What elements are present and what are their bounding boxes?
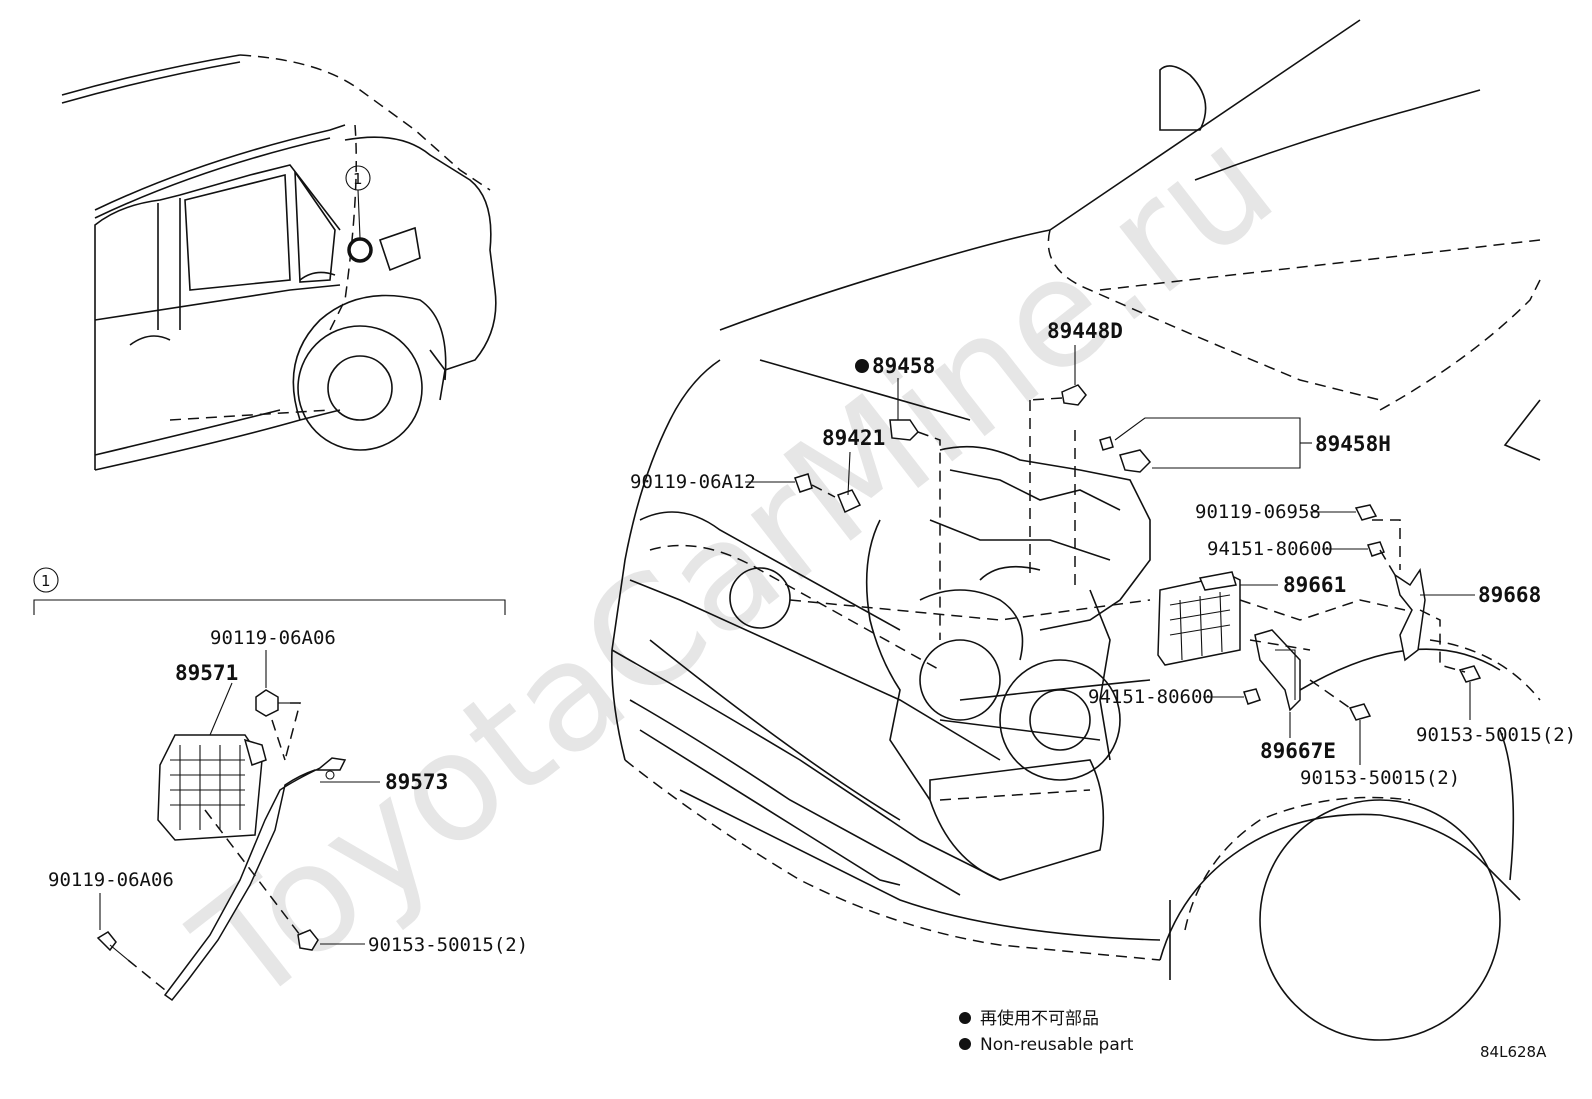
label-89571: 89571: [175, 661, 238, 685]
legend-bullet-icon: [959, 1012, 971, 1024]
callout-ref-panel: 1: [41, 572, 51, 590]
label-89668: 89668: [1478, 583, 1541, 607]
label-89458: 89458: [872, 354, 935, 378]
legend: 再使用不可部品 Non-reusable part: [959, 1008, 1134, 1055]
legend-bullet-icon: [959, 1038, 971, 1050]
label-94151-80600-mid: 94151-80600: [1088, 686, 1214, 708]
rear-vehicle-view: 1: [61, 54, 497, 471]
label-90119-06958: 90119-06958: [1195, 501, 1321, 523]
diagram-code: 84L628A: [1480, 1043, 1547, 1061]
front-vehicle-view: [610, 19, 1541, 1041]
legend-english: Non-reusable part: [980, 1035, 1134, 1055]
label-94151-80600-top: 94151-80600: [1207, 538, 1333, 560]
label-89667E: 89667E: [1260, 739, 1336, 763]
label-89573: 89573: [385, 770, 448, 794]
label-90153-50015-right: 90153-50015(2): [1416, 724, 1576, 746]
label-90119-06A12: 90119-06A12: [630, 471, 756, 493]
label-90119-06A06-top: 90119-06A06: [210, 627, 336, 649]
label-89458H: 89458H: [1315, 432, 1391, 456]
part-labels: 89448D 89458 89421 89458H 90119-06A12 90…: [48, 319, 1576, 956]
label-89421: 89421: [822, 426, 885, 450]
callout-ref-top: 1: [353, 170, 363, 188]
label-90119-06A06-bottom: 90119-06A06: [48, 869, 174, 891]
detail-panel: 1: [33, 567, 506, 1002]
watermark: ToyotaCarMine.ru: [164, 94, 1305, 1038]
label-90153-50015-mid: 90153-50015(2): [1300, 767, 1460, 789]
label-89448D: 89448D: [1047, 319, 1123, 343]
legend-japanese: 再使用不可部品: [980, 1008, 1099, 1029]
non-reusable-mark-icon: [855, 359, 869, 373]
label-90153-50015-left: 90153-50015(2): [368, 934, 528, 956]
label-89661: 89661: [1283, 573, 1346, 597]
